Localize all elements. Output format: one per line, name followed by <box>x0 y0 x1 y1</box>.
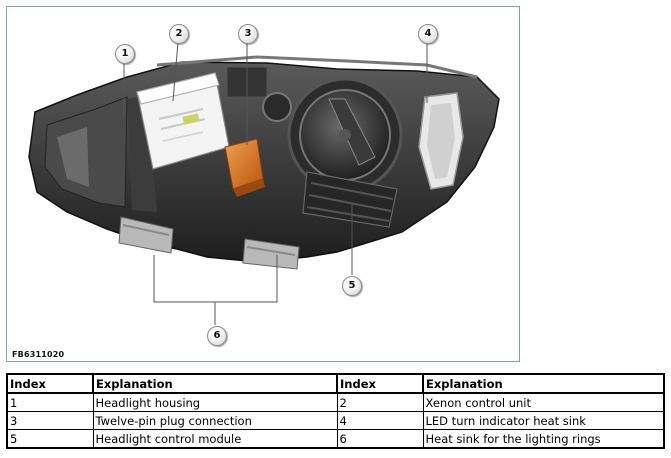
explanation-cell: Headlight control module <box>92 429 338 449</box>
callout-2: 2 <box>169 24 189 44</box>
twelve-pin-plug <box>224 138 265 197</box>
header-index: Index <box>336 373 424 394</box>
index-cell: 4 <box>336 411 424 430</box>
explanation-cell: Heat sink for the lighting rings <box>422 429 665 449</box>
header-index: Index <box>6 373 94 394</box>
index-cell: 6 <box>336 429 424 449</box>
explanation-cell: Twelve-pin plug connection <box>92 411 338 430</box>
legend-table: Index Explanation Index Explanation 1 He… <box>6 373 665 449</box>
explanation-cell: Headlight housing <box>92 392 338 412</box>
explanation-cell: Xenon control unit <box>422 392 665 412</box>
index-cell: 2 <box>336 392 424 412</box>
projector-module <box>287 77 403 193</box>
legend-header-row: Index Explanation Index Explanation <box>6 373 665 394</box>
lighting-ring-heat-sinks <box>118 216 300 270</box>
table-row: 1 Headlight housing 2 Xenon control unit <box>6 392 665 412</box>
callout-1: 1 <box>115 44 135 64</box>
index-cell: 5 <box>6 429 94 449</box>
figure-code: FB6311020 <box>12 350 65 359</box>
led-heat-sink <box>418 92 464 190</box>
callout-5: 5 <box>342 276 362 296</box>
callout-6: 6 <box>207 326 227 346</box>
headlight-control-module <box>302 171 398 228</box>
callout-leaders <box>123 41 428 325</box>
header-explanation: Explanation <box>92 373 338 394</box>
index-cell: 1 <box>6 392 94 412</box>
table-row: 3 Twelve-pin plug connection 4 LED turn … <box>6 411 665 430</box>
callout-4: 4 <box>418 24 438 44</box>
xenon-control-unit <box>136 72 230 170</box>
headlight-figure: 1 2 3 4 5 6 FB6311020 <box>6 6 520 362</box>
explanation-cell: LED turn indicator heat sink <box>422 411 665 430</box>
table-row: 5 Headlight control module 6 Heat sink f… <box>6 429 665 449</box>
header-explanation: Explanation <box>422 373 665 394</box>
index-cell: 3 <box>6 411 94 430</box>
callout-3: 3 <box>238 24 258 44</box>
headlight-illustration <box>28 41 500 325</box>
